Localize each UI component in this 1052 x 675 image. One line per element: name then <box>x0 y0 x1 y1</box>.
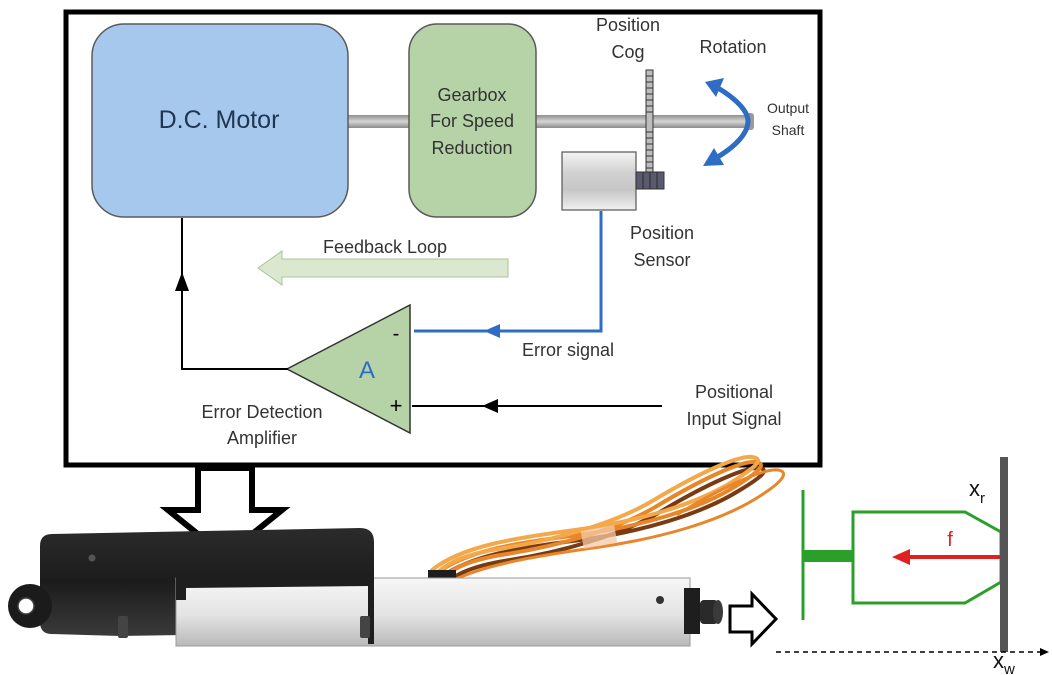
feedback-loop-arrow <box>257 250 509 286</box>
actuator-rod <box>700 600 718 624</box>
motor-drive-line <box>181 272 288 370</box>
position-sensor-label-line-1: Position <box>630 223 694 243</box>
feedback-loop-label: Feedback Loop <box>323 237 447 257</box>
rotation-label: Rotation <box>699 37 766 57</box>
xw-label: xw <box>993 648 1015 675</box>
error-signal-label: Error signal <box>522 340 614 360</box>
dc-motor-label: D.C. Motor <box>159 106 280 134</box>
amplifier-symbol: A <box>359 357 375 384</box>
output-shaft-label-line-1: Output <box>767 100 809 116</box>
error-amplifier-label-line-2: Amplifier <box>227 428 297 448</box>
gearbox-label-line-2: For Speed <box>430 111 514 131</box>
force-contact-diagram: f xr xw <box>776 457 1049 675</box>
position-cog-label-line-1: Position <box>596 15 660 35</box>
error-amplifier-label-line-1: Error Detection <box>201 402 322 422</box>
actuator-cable <box>430 454 785 592</box>
position-cog <box>645 69 654 181</box>
servo-block-diagram: D.C. Motor Gearbox For Speed Reduction P… <box>63 9 823 468</box>
position-sensor-body <box>561 151 637 211</box>
positional-input-label-line-1: Positional <box>695 382 773 402</box>
output-shaft-bar <box>346 115 752 128</box>
linear-actuator <box>8 454 785 647</box>
position-cog-label-line-2: Cog <box>611 42 644 62</box>
right-arrow-icon <box>728 590 779 648</box>
position-sensor-label-line-2: Sensor <box>633 250 690 270</box>
gearbox-label-line-3: Reduction <box>431 138 512 158</box>
error-signal-line <box>414 211 603 333</box>
piston-rod <box>803 550 853 562</box>
xr-label: xr <box>969 476 985 507</box>
rotation-arrow-icon <box>714 85 751 161</box>
actuator-tube <box>175 577 691 647</box>
gearbox-label-line-1: Gearbox <box>437 85 506 105</box>
mount-hole-icon <box>17 597 35 615</box>
output-shaft-label-line-2: Shaft <box>772 122 805 138</box>
actuator-end-cap <box>684 588 700 634</box>
force-label: f <box>947 529 953 551</box>
gearbox-block <box>408 23 537 218</box>
positional-input-label-line-2: Input Signal <box>686 409 781 429</box>
dc-motor-block <box>91 23 349 218</box>
error-amplifier-triangle <box>285 303 411 435</box>
amplifier-minus-sign: - <box>393 323 400 345</box>
amplifier-plus-sign: + <box>390 393 403 418</box>
